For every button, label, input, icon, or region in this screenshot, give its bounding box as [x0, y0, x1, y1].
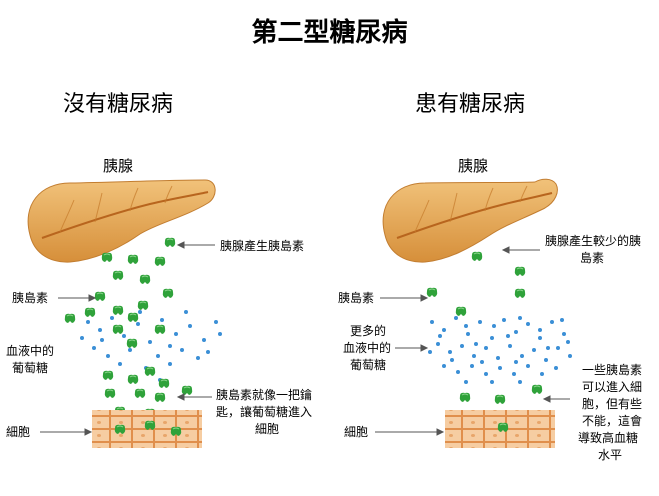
left-label-key-line3: 細胞	[255, 422, 280, 436]
left-label-blood-glucose-line2: 葡萄糖	[12, 361, 49, 375]
right-label-more-glucose-line3: 葡萄糖	[350, 358, 387, 372]
right-label-less-insulin-line1: 胰腺產生較少的胰	[545, 234, 642, 248]
right-label-more-glucose-line1: 更多的	[350, 324, 387, 338]
right-heading: 患有糖尿病	[415, 92, 526, 117]
left-glucose-dots	[80, 310, 222, 382]
right-label-note-line5: 導致高血糖	[578, 431, 639, 445]
right-label-note-line1: 一些胰島素	[582, 363, 643, 377]
left-pancreas	[27, 179, 216, 263]
right-label-cells: 細胞	[344, 425, 369, 439]
left-label-key-line2: 匙，讓葡萄糖進入	[216, 405, 313, 419]
right-label-insulin: 胰島素	[338, 291, 375, 305]
left-label-key-line1: 胰島素就像一把鑰	[216, 388, 313, 402]
right-label-more-glucose-line2: 血液中的	[343, 341, 392, 355]
right-label-less-insulin-line2: 島素	[580, 251, 605, 265]
right-label-note-line6: 水平	[598, 448, 623, 462]
left-label-cells: 細胞	[6, 425, 31, 439]
figure-title: 第二型糖尿病	[251, 18, 408, 48]
left-organ-label: 胰腺	[103, 157, 134, 175]
left-heading: 沒有糖尿病	[63, 92, 174, 117]
right-label-note-line2: 可以進入細	[582, 380, 643, 394]
left-insulin-molecules	[64, 237, 193, 419]
right-glucose-dots	[428, 316, 572, 384]
right-label-note-line4: 不能，這會	[582, 414, 643, 428]
left-label-blood-glucose-line1: 血液中的	[6, 344, 55, 358]
right-pancreas	[382, 178, 558, 263]
right-label-note-line3: 胞，但有些	[582, 397, 643, 411]
right-arrows	[375, 246, 570, 436]
right-insulin-molecules	[426, 251, 543, 405]
right-organ-label: 胰腺	[458, 157, 489, 175]
left-label-insulin: 胰島素	[12, 291, 49, 305]
left-label-pancreas-makes-insulin: 胰腺產生胰島素	[220, 239, 305, 253]
left-arrows	[40, 241, 215, 436]
